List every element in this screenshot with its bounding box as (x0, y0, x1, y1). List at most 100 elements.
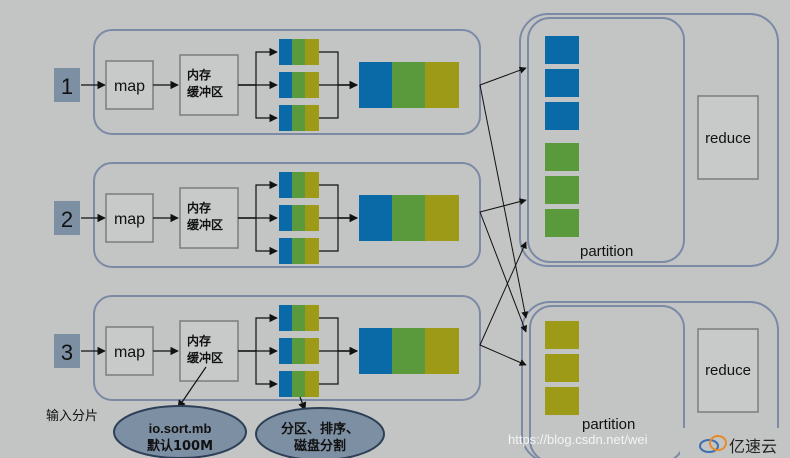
memory-buffer-box (179, 54, 239, 116)
arrow-to-merge (319, 80, 358, 119)
partition-label: partition (580, 243, 633, 260)
shuffle-arrow (479, 66, 527, 86)
shuffle-arrow (479, 241, 527, 346)
spill-segment-olive (305, 238, 319, 264)
input-split-badge (54, 201, 80, 235)
merged-partition-olive (425, 328, 459, 374)
input-split-label: 输入分片 (46, 408, 98, 424)
spill-segment-blue (279, 371, 292, 397)
input-split-number: 2 (61, 207, 73, 232)
input-split-number: 3 (61, 340, 73, 365)
memory-buffer-label: 内存 (187, 67, 211, 82)
partition-block-blue (545, 69, 579, 97)
spill-segment-green (292, 105, 305, 131)
spill-segment-green (292, 72, 305, 98)
memory-buffer-label: 缓冲区 (187, 350, 223, 365)
input-split-badge (54, 334, 80, 368)
spill-segment-blue (279, 105, 292, 131)
spill-segment-green (292, 305, 305, 331)
map-label: map (114, 211, 145, 228)
callout-partition-sort-spill: 分区、排序、 磁盘分割 (255, 396, 385, 458)
shuffle-arrows (479, 66, 529, 366)
logo: 亿速云 (680, 428, 790, 458)
memory-buffer-box (179, 187, 239, 249)
shuffle-arrow (479, 344, 527, 366)
watermark-text: https://blog.csdn.net/wei (508, 432, 648, 447)
partition-block-green (545, 176, 579, 204)
shuffle-arrow (479, 198, 527, 213)
arrow-to-spill (238, 84, 278, 123)
spill-segment-olive (305, 39, 319, 65)
cloud-logo-icon (699, 435, 727, 453)
spill-segment-green (292, 39, 305, 65)
callout-ellipse (113, 405, 247, 458)
arrow-to-merge (319, 213, 358, 252)
merged-partition-green (392, 62, 425, 108)
shuffle-arrow (479, 84, 529, 319)
spill-segment-olive (305, 305, 319, 331)
merged-partition-green (392, 328, 425, 374)
spill-segment-green (292, 371, 305, 397)
callout-line-1: 分区、排序、 (281, 421, 359, 437)
spill-segment-olive (305, 338, 319, 364)
merged-partition-green (392, 195, 425, 241)
memory-buffer-box (179, 320, 239, 382)
input-split-number: 1 (61, 74, 73, 99)
partition-block-olive (545, 387, 579, 415)
spill-segment-blue (279, 172, 292, 198)
partition-label: partition (582, 416, 635, 433)
logo-background (680, 428, 790, 458)
merged-partition-blue (359, 62, 392, 108)
memory-buffer-label: 缓冲区 (187, 84, 223, 99)
spill-segment-blue (279, 338, 292, 364)
merged-partition-blue (359, 328, 392, 374)
reduce-box (697, 95, 759, 180)
merged-partition-olive (425, 195, 459, 241)
reduce-box (697, 328, 759, 413)
arrow-to-spill (238, 217, 278, 256)
spill-segment-green (292, 172, 305, 198)
memory-buffer-label: 内存 (187, 200, 211, 215)
spill-segment-olive (305, 172, 319, 198)
spill-segment-green (292, 338, 305, 364)
spill-segment-blue (279, 305, 292, 331)
spill-segment-blue (279, 72, 292, 98)
callout-line-2: 默认100M (147, 438, 213, 454)
map-label: map (114, 78, 145, 95)
spill-segment-green (292, 205, 305, 231)
map-label: map (114, 344, 145, 361)
shuffle-arrow (479, 211, 528, 333)
merged-partition-blue (359, 195, 392, 241)
partition-block-blue (545, 36, 579, 64)
callout-ellipse (255, 407, 385, 458)
merged-partition-olive (425, 62, 459, 108)
map-box (105, 326, 154, 376)
spill-segment-olive (305, 105, 319, 131)
callout-line-2: 磁盘分割 (294, 438, 346, 454)
map-box (105, 193, 154, 243)
partition-block-olive (545, 321, 579, 349)
map-box (105, 60, 154, 110)
spill-segment-olive (305, 72, 319, 98)
reduce-label: reduce (705, 130, 751, 147)
spill-segment-blue (279, 205, 292, 231)
callout-line-1: io.sort.mb (149, 421, 212, 436)
memory-buffer-label: 缓冲区 (187, 217, 223, 232)
reducer-group-2: partition reduce (521, 301, 779, 458)
partition-block-green (545, 209, 579, 237)
reduce-label: reduce (705, 362, 751, 379)
logo-text: 亿速云 (729, 437, 777, 456)
input-split-badge (54, 68, 80, 102)
memory-buffer-label: 内存 (187, 333, 211, 348)
reducer-group-1: partition reduce (519, 13, 779, 267)
partition-block-olive (545, 354, 579, 382)
spill-segment-green (292, 238, 305, 264)
arrow-to-merge (319, 346, 358, 385)
partition-block-blue (545, 102, 579, 130)
spill-segment-olive (305, 205, 319, 231)
spill-segment-blue (279, 39, 292, 65)
callout-pointer (177, 366, 207, 409)
